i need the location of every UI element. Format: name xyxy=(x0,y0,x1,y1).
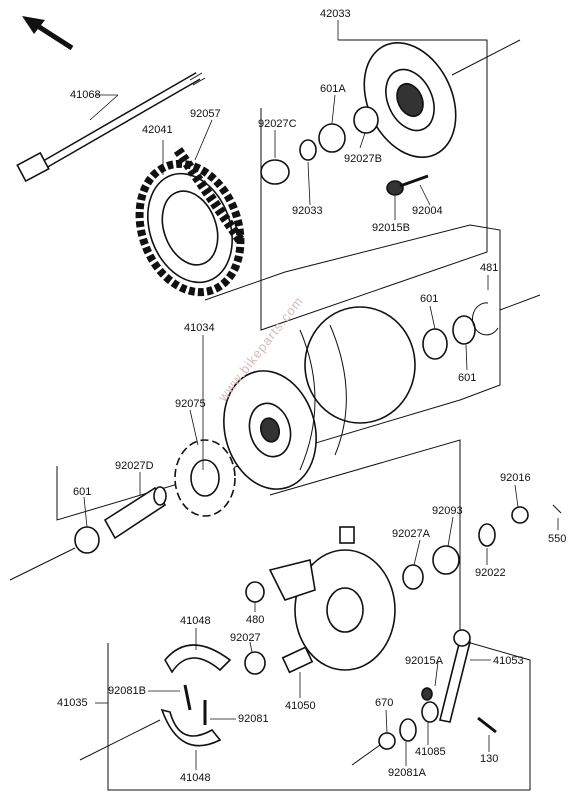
brake-shoe-41048-bottom xyxy=(160,708,222,747)
part-label-41035: 41035 xyxy=(57,697,88,709)
part-label-550: 550 xyxy=(548,533,567,545)
part-label-92081: 92081 xyxy=(238,713,269,725)
part-label-42033: 42033 xyxy=(320,8,351,20)
collar-92027B xyxy=(353,106,379,134)
part-label-92027D: 92027D xyxy=(115,460,154,472)
part-label-41048-bottom: 41048 xyxy=(180,772,211,784)
group-box-hub xyxy=(56,224,501,521)
washer-92022 xyxy=(478,523,496,547)
brake-arm-41053 xyxy=(439,629,471,723)
collar-92093 xyxy=(432,545,460,575)
oring-670 xyxy=(378,732,396,750)
part-label-41048-top: 41048 xyxy=(180,615,211,627)
part-label-92057: 92057 xyxy=(190,108,221,120)
nut-92015B xyxy=(386,180,404,196)
front-arrow-icon xyxy=(22,16,74,51)
part-label-601A: 601A xyxy=(320,83,346,95)
part-label-92081A: 92081A xyxy=(388,767,426,779)
collar-92027C xyxy=(260,159,290,185)
part-label-92027B: 92027B xyxy=(344,153,382,165)
circlip-92033 xyxy=(299,139,317,161)
part-label-601-left: 601 xyxy=(73,486,92,498)
part-label-670: 670 xyxy=(375,697,394,709)
part-label-41034: 41034 xyxy=(184,322,215,334)
cotter-pin-550 xyxy=(552,504,562,514)
sprocket-hub-42033 xyxy=(363,39,521,159)
part-label-481: 481 xyxy=(480,262,499,274)
spring-92081B xyxy=(183,684,192,711)
bearing-601-right xyxy=(452,315,476,345)
group-box-brake xyxy=(107,439,531,791)
oring-480 xyxy=(245,581,265,603)
indicator-41085 xyxy=(421,701,439,723)
bolt-brake xyxy=(339,526,355,544)
bearing-601A xyxy=(318,123,346,153)
part-label-41053: 41053 xyxy=(493,655,524,667)
part-label-601-right: 601 xyxy=(458,372,477,384)
collar-92027 xyxy=(244,651,266,675)
part-label-42041: 42041 xyxy=(142,124,173,136)
stud-92004 xyxy=(399,174,429,188)
part-label-92015A: 92015A xyxy=(405,655,443,667)
part-label-601-top: 601 xyxy=(420,293,439,305)
part-label-480: 480 xyxy=(246,614,265,626)
group-box-sprocket-hub xyxy=(260,39,488,331)
nut-92016 xyxy=(511,506,529,524)
sprocket-42041 xyxy=(135,159,245,297)
part-label-92022: 92022 xyxy=(475,567,506,579)
part-label-92027C: 92027C xyxy=(258,118,297,130)
part-label-92033: 92033 xyxy=(292,205,323,217)
leader-lines xyxy=(83,20,559,770)
part-label-92027: 92027 xyxy=(230,632,261,644)
circlip-481 xyxy=(472,302,499,336)
brake-panel xyxy=(268,526,396,671)
wheel-hub-41034 xyxy=(223,306,416,490)
part-label-92016: 92016 xyxy=(500,472,531,484)
part-label-92081B: 92081B xyxy=(108,685,146,697)
part-label-130: 130 xyxy=(480,753,499,765)
part-label-41050: 41050 xyxy=(285,700,316,712)
part-label-41085: 41085 xyxy=(415,746,446,758)
bolt-set-92057 xyxy=(173,147,245,243)
axle-41068 xyxy=(16,72,206,183)
part-label-92015B: 92015B xyxy=(372,222,410,234)
collar-92027D xyxy=(103,486,167,540)
bearing-601-left xyxy=(74,526,100,554)
bolt-130 xyxy=(477,716,497,734)
brake-shoe-41048-top xyxy=(164,644,232,674)
cam-41050 xyxy=(281,646,314,674)
part-label-92027A: 92027A xyxy=(392,528,430,540)
part-label-92075: 92075 xyxy=(175,398,206,410)
spring-92081A xyxy=(399,718,417,742)
part-label-41068: 41068 xyxy=(70,89,101,101)
collar-92027A xyxy=(402,564,424,590)
part-label-92093: 92093 xyxy=(432,505,463,517)
nut-92015A xyxy=(421,687,433,701)
bearing-601-top xyxy=(422,328,448,360)
part-label-92004: 92004 xyxy=(412,205,443,217)
damper-92075 xyxy=(174,439,236,517)
